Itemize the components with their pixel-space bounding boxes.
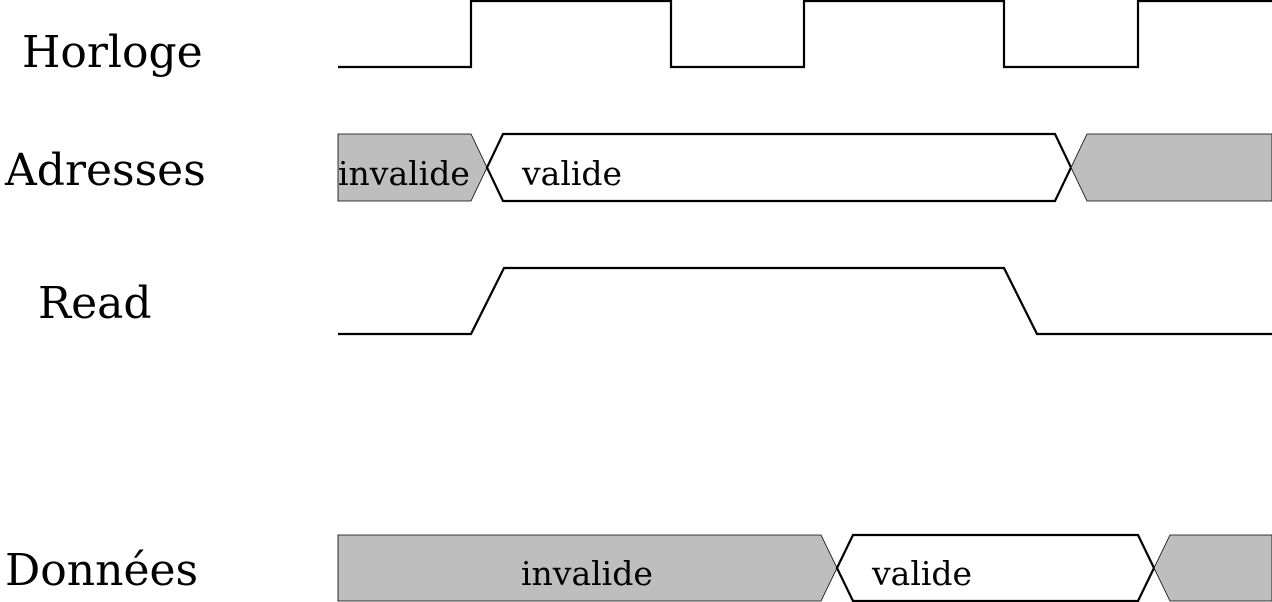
clock-waveform <box>338 0 1272 69</box>
data-signal-label: Données <box>5 545 198 596</box>
read-signal-label: Read <box>38 278 152 329</box>
data-invalid-label: invalide <box>521 554 653 593</box>
address-bus: invalide valide <box>337 132 1272 203</box>
data-invalid-segment <box>337 534 838 602</box>
data-invalid-segment-end <box>1153 534 1272 602</box>
address-invalid-segment-end <box>1070 133 1272 202</box>
clock-signal-label: Horloge <box>22 27 203 78</box>
read-waveform <box>338 266 1272 336</box>
address-signal-label: Adresses <box>4 145 206 196</box>
address-invalid-segment <box>337 133 488 202</box>
address-invalid-label: invalide <box>338 154 470 193</box>
data-valid-label: valide <box>871 554 972 593</box>
data-bus: invalide valide <box>337 533 1272 602</box>
address-valid-label: valide <box>521 154 622 193</box>
